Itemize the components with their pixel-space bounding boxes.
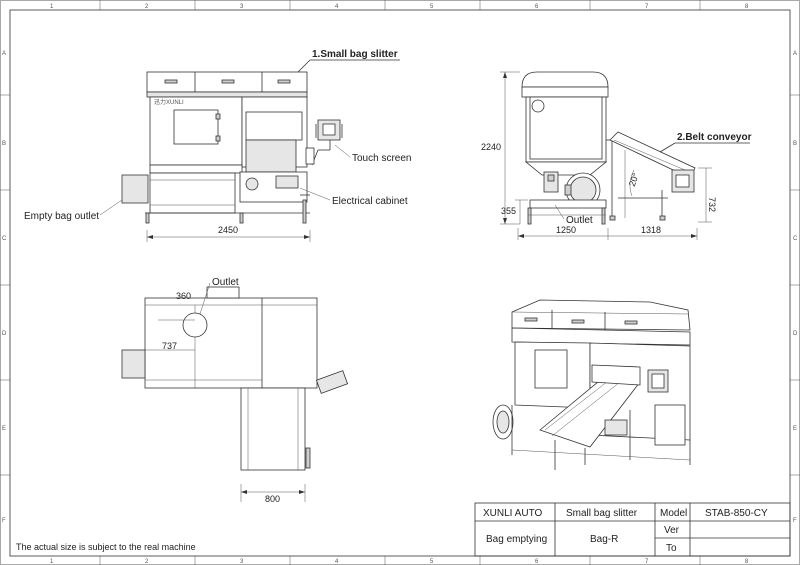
side-view: 20° 2.Belt conveyor Outlet 2240 355 1250… — [481, 71, 752, 240]
dim-conveyor-top-width: 800 — [265, 494, 280, 504]
iso-motor — [604, 419, 628, 436]
row-label: D — [793, 331, 798, 337]
gearbox — [275, 175, 299, 189]
side-hopper — [524, 161, 608, 176]
title-to-label: To — [666, 543, 677, 554]
top-outlet-circle — [182, 312, 208, 338]
row-label: C — [793, 236, 798, 242]
label-outlet-top: Outlet — [212, 277, 239, 288]
col-label: 1 — [50, 4, 54, 10]
dim-conveyor-angle: 20° — [627, 171, 641, 188]
handle — [164, 79, 178, 84]
brand-plate: 迅力XUNLI — [154, 98, 184, 106]
col-label: 8 — [745, 4, 749, 10]
row-label: A — [793, 51, 797, 57]
top-bag-outlet-pipe — [121, 349, 146, 379]
label-belt-conveyor: 2.Belt conveyor — [677, 132, 752, 143]
title-name: Bag emptying — [486, 534, 547, 545]
col-label: 2 — [145, 4, 149, 10]
col-label: 1 — [50, 559, 54, 565]
col-label: 3 — [240, 4, 244, 10]
drawing-frame — [9, 9, 791, 557]
title-variant: Bag-R — [590, 534, 618, 545]
handle — [221, 79, 235, 84]
row-label: B — [793, 141, 797, 147]
side-conveyor-belt — [609, 131, 696, 179]
col-label: 5 — [430, 559, 434, 565]
row-label: F — [793, 518, 797, 524]
title-block: XUNLI AUTO Small bag slitter Model STAB-… — [474, 502, 791, 557]
empty-bag-outlet-pipe — [121, 174, 149, 204]
col-label: 2 — [145, 559, 149, 565]
row-label: D — [2, 331, 7, 337]
side-hood — [521, 71, 609, 88]
row-label: C — [2, 236, 7, 242]
dim-front-width: 2450 — [218, 225, 238, 235]
top-conveyor — [240, 387, 306, 471]
col-label: 6 — [535, 4, 539, 10]
handle — [277, 79, 291, 84]
col-label: 5 — [430, 4, 434, 10]
column-ruler: 1 2 3 4 5 6 7 8 1 2 3 4 5 6 7 8 — [50, 0, 749, 565]
dim-side-height: 2240 — [481, 142, 501, 152]
label-empty-bag-outlet: Empty bag outlet — [24, 211, 99, 222]
dim-conveyor-height: 732 — [707, 197, 717, 212]
dim-conveyor-length: 1318 — [641, 225, 661, 235]
title-product: Small bag slitter — [566, 508, 638, 519]
dim-side-width: 1250 — [556, 225, 576, 235]
label-electrical-cabinet: Electrical cabinet — [332, 196, 408, 207]
inspection-window — [173, 109, 219, 145]
title-ver-label: Ver — [664, 525, 680, 536]
top-view: 360 737 800 Outlet — [121, 277, 349, 504]
dim-top-depth: 737 — [162, 341, 177, 351]
col-label: 7 — [645, 4, 649, 10]
row-label: A — [2, 51, 6, 57]
row-ruler: A B C D E F A B C D E F — [0, 51, 800, 524]
label-outlet-side: Outlet — [566, 215, 593, 226]
label-small-bag-slitter: 1.Small bag slitter — [312, 49, 398, 60]
col-label: 3 — [240, 559, 244, 565]
col-label: 7 — [645, 559, 649, 565]
title-company: XUNLI AUTO — [483, 508, 542, 519]
col-label: 6 — [535, 559, 539, 565]
row-label: E — [2, 426, 6, 432]
top-touch-screen — [315, 370, 349, 394]
row-label: B — [2, 141, 6, 147]
iso-cabinet — [654, 404, 686, 446]
front-view: 迅力XUNLI 2450 1.Small bag — [24, 49, 411, 242]
row-label: F — [2, 518, 6, 524]
dim-top-offset: 360 — [176, 291, 191, 301]
hopper — [245, 139, 297, 173]
row-label: E — [793, 426, 797, 432]
dim-side-bottom: 355 — [501, 206, 516, 216]
iso-hood — [511, 299, 691, 331]
title-model-value: STAB-850-CY — [705, 508, 768, 519]
top-body — [144, 297, 318, 389]
col-label: 8 — [745, 559, 749, 565]
isometric-view — [492, 299, 691, 470]
col-label: 4 — [335, 4, 339, 10]
iso-window — [534, 349, 568, 389]
footnote: The actual size is subject to the real m… — [16, 542, 196, 552]
side-port — [531, 99, 545, 113]
motor — [245, 177, 259, 191]
bag-chute — [149, 172, 236, 214]
label-touch-screen: Touch screen — [352, 153, 411, 164]
col-label: 4 — [335, 559, 339, 565]
title-model-label: Model — [660, 508, 687, 519]
